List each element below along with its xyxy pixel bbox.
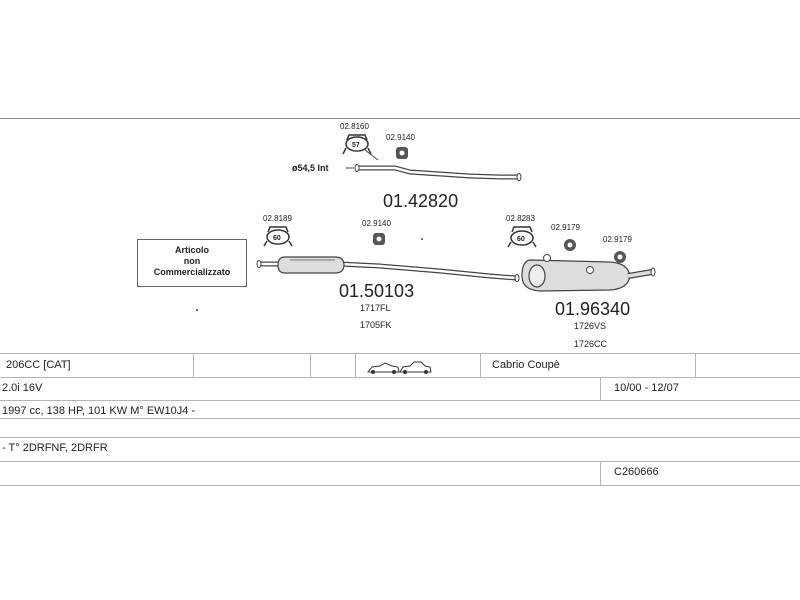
table-divider <box>193 354 194 377</box>
dot-marker <box>421 238 423 240</box>
fitting-label: 02.8160 <box>340 122 369 131</box>
rear-silencer[interactable] <box>521 254 656 292</box>
fitting-badge: 57 <box>352 142 360 149</box>
table-row-specs: 1997 cc, 138 HP, 101 KW M° EW10J4 - <box>0 400 800 422</box>
table-divider <box>0 461 800 462</box>
car-silhouettes-icon <box>366 361 432 374</box>
catalog-code: C260666 <box>614 466 659 478</box>
fitting-label: 02.9179 <box>551 223 580 232</box>
fitting-badge: 60 <box>517 236 525 243</box>
clamp-fitting-icon[interactable]: 60 <box>263 226 293 247</box>
table-divider <box>0 377 800 378</box>
rear-silencer-code: 01.96340 <box>555 299 630 319</box>
table-divider <box>600 461 601 485</box>
table-divider <box>0 418 800 419</box>
vehicle-years: 10/00 - 12/07 <box>614 382 679 394</box>
table-divider <box>310 354 311 377</box>
table-row-model: 206CC [CAT] Cabrio Coupè <box>0 354 800 376</box>
clamp-fitting-icon[interactable]: 57 <box>342 134 372 155</box>
table-divider <box>695 354 696 377</box>
middle-section-ref2: 1705FK <box>360 320 392 330</box>
vehicle-body: Cabrio Coupè <box>492 359 560 371</box>
fitting-label: 02.8283 <box>506 214 535 223</box>
front-pipe[interactable] <box>354 164 522 181</box>
rear-silencer-ref1: 1726VS <box>574 321 606 331</box>
table-divider <box>0 353 800 354</box>
dot-marker <box>196 309 198 311</box>
note-line: Articolo <box>174 245 209 255</box>
table-row-code: C260666 <box>0 461 800 483</box>
middle-section[interactable] <box>256 256 520 282</box>
fitting-label: 02.9140 <box>386 133 415 142</box>
table-divider <box>355 354 356 377</box>
table-divider <box>0 437 800 438</box>
front-pipe-code: 01.42820 <box>383 191 458 211</box>
table-divider <box>0 485 800 486</box>
table-row-engine: 2.0i 16V 10/00 - 12/07 <box>0 377 800 399</box>
note-line: non <box>183 256 201 266</box>
front-pipe-diameter: ø54,5 Int <box>292 163 329 173</box>
clamp-fitting-icon[interactable]: 60 <box>507 226 537 248</box>
hanger-bushing-icon[interactable] <box>564 239 576 251</box>
table-divider <box>0 400 800 401</box>
fitting-label: 02.9179 <box>603 235 632 244</box>
middle-section-code: 01.50103 <box>339 281 414 301</box>
vehicle-model: 206CC [CAT] <box>6 359 71 371</box>
vehicle-specs: 1997 cc, 138 HP, 101 KW M° EW10J4 - <box>2 405 196 417</box>
table-divider <box>480 354 481 377</box>
vehicle-types: - T° 2DRFNF, 2DRFR <box>2 442 108 454</box>
leader-line <box>364 149 379 161</box>
note-line: Commercializzato <box>153 267 231 277</box>
diagram-frame <box>0 118 800 352</box>
hanger-bushing-icon[interactable] <box>614 251 626 263</box>
vehicle-engine: 2.0i 16V <box>2 382 43 394</box>
rubber-hanger-icon[interactable] <box>373 233 385 245</box>
rubber-hanger-icon[interactable] <box>396 147 408 159</box>
fitting-badge: 60 <box>273 235 281 242</box>
fitting-label: 02.8189 <box>263 214 292 223</box>
middle-section-ref1: 1717FL <box>360 303 391 313</box>
rear-silencer-ref2: 1726CC <box>574 339 608 349</box>
table-row-types: - T° 2DRFNF, 2DRFR <box>0 437 800 459</box>
not-sold-note: Articolo non Commercializzato <box>137 239 247 287</box>
table-divider <box>600 377 601 400</box>
fitting-label: 02.9140 <box>362 219 391 228</box>
